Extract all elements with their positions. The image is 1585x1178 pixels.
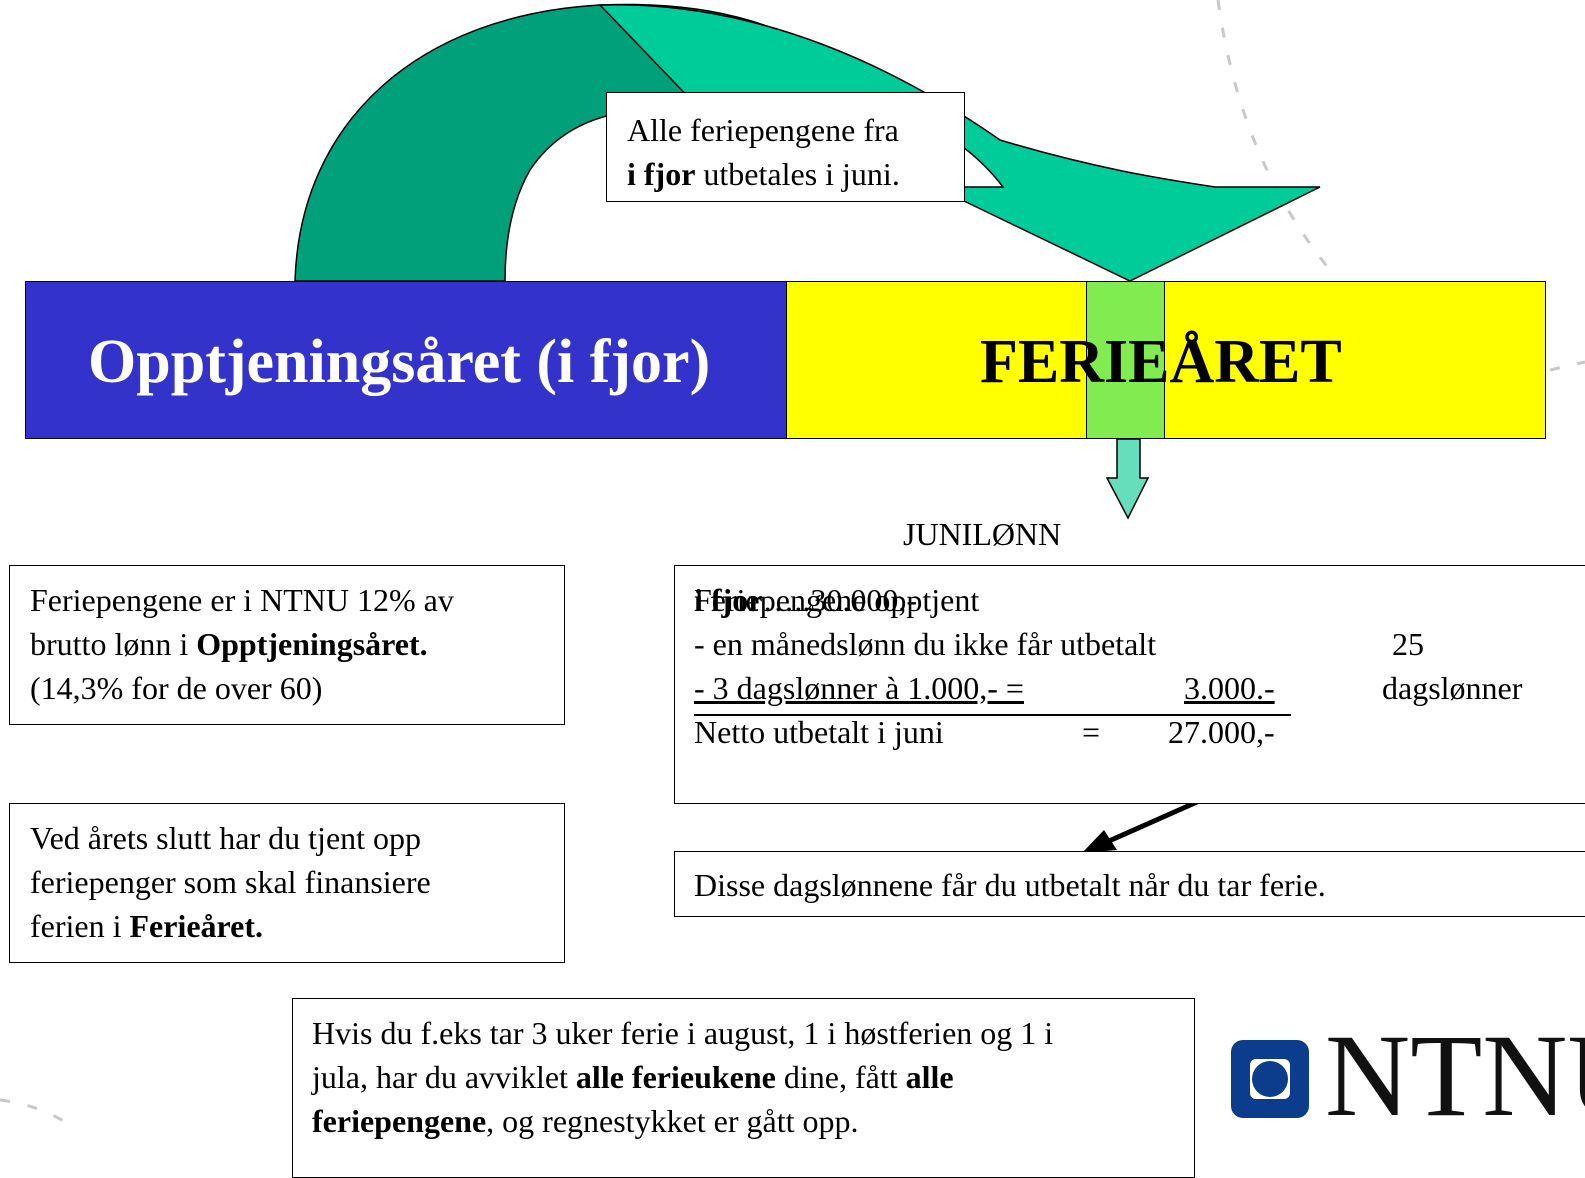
calculation-box: [674, 565, 1585, 804]
earning-year-bar: [25, 281, 787, 439]
holiday-year-bar: [786, 281, 1546, 439]
example-line2: jula, har du avviklet alle ferieukene di…: [312, 1059, 954, 1095]
calc-row-month: - en månedslønn du ikke får utbetalt 25: [694, 622, 1574, 666]
double-arrow-head-bottom: [1082, 830, 1117, 853]
info-box-year-end: Ved årets slutt har du tjent opp feriepe…: [9, 803, 565, 963]
callout-top: Alle feriepengene fra i fjor utbetales i…: [606, 92, 965, 202]
calc-row-earned: Feriepengene opptjent i fjor…..30.000,-: [694, 582, 980, 618]
calc-row-daily: - 3 dagslønner à 1.000,- = 3.000.- dagsl…: [694, 666, 1574, 710]
brace-note-text: dagslønner: [1382, 670, 1523, 706]
example-line3: feriepengene, og regnestykket er gått op…: [312, 1103, 859, 1139]
percentage-line2: brutto lønn i Opptjeningsåret.: [30, 626, 428, 662]
calculation-content: Feriepengene opptjent i fjor…..30.000,- …: [694, 578, 1574, 754]
daily-wages-text: Disse dagslønnene får du utbetalt når du…: [694, 867, 1326, 903]
percentage-line1: Feriepengene er i NTNU 12% av: [30, 582, 454, 618]
percentage-line3: (14,3% for de over 60): [30, 670, 323, 706]
year-end-line3: ferien i Ferieåret.: [30, 908, 264, 944]
callout-line1: Alle feriepengene fra: [627, 112, 899, 148]
june-strip: [1086, 281, 1165, 439]
callout-line2: i fjor utbetales i juni.: [627, 156, 900, 192]
year-end-line1: Ved årets slutt har du tjent opp: [30, 820, 422, 856]
earning-year-label: Opptjeningsåret (i fjor): [88, 328, 711, 396]
ntnu-logo-icon: [1231, 1040, 1309, 1118]
calc-underline: [694, 714, 1291, 716]
decorative-dashed-arc-left: [0, 1098, 71, 1127]
down-arrow: [1105, 438, 1150, 520]
holiday-year-label: FERIEÅRET: [980, 328, 1342, 396]
year-end-line2: feriepenger som skal finansiere: [30, 864, 431, 900]
ntnu-logo-text: NTNU: [1325, 1010, 1585, 1141]
info-box-percentage: Feriepengene er i NTNU 12% av brutto løn…: [9, 565, 565, 725]
decorative-dashed-arc-right: [1216, 0, 1332, 271]
junilonn-label: JUNILØNN: [903, 516, 1062, 552]
info-box-example: Hvis du f.eks tar 3 uker ferie i august,…: [292, 998, 1195, 1178]
decorative-dashed-arc-right2: [1549, 360, 1585, 372]
example-line1: Hvis du f.eks tar 3 uker ferie i august,…: [312, 1015, 1054, 1051]
calc-row-net: Netto utbetalt i juni = 27.000,-: [694, 714, 1275, 750]
brace-note-number: 25: [1392, 626, 1424, 662]
info-box-daily-wages: Disse dagslønnene får du utbetalt når du…: [674, 851, 1585, 917]
